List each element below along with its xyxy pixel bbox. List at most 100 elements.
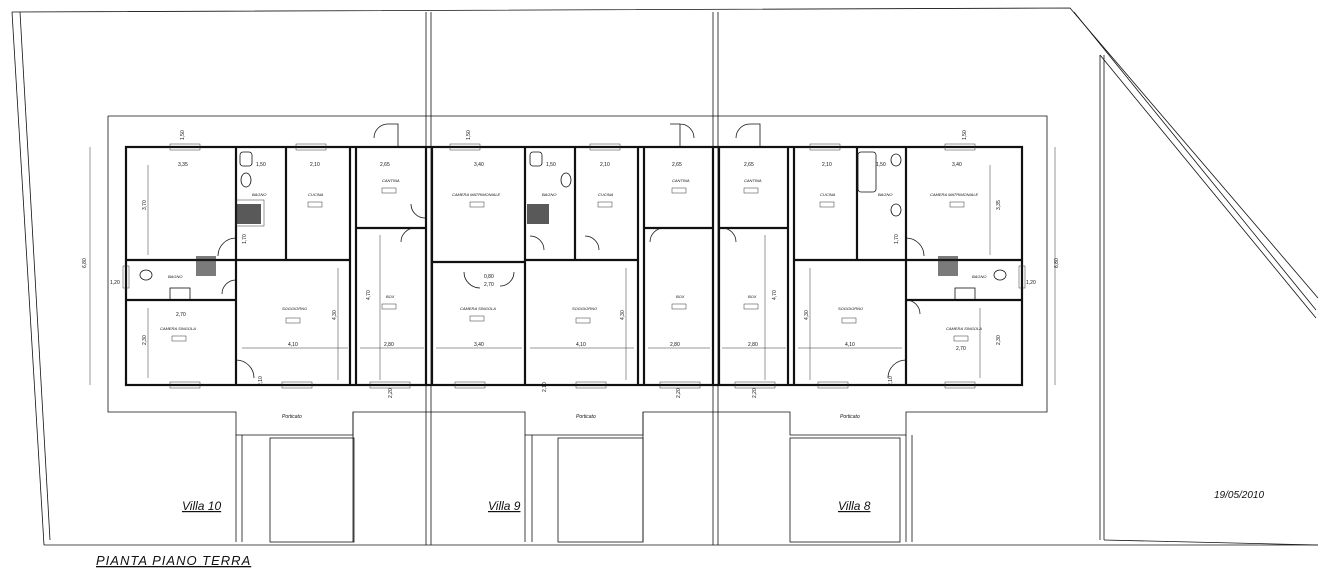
drawing-title: PIANTA PIANO TERRA	[96, 553, 251, 568]
hatched-shafts	[196, 204, 958, 276]
area-tag	[597, 201, 613, 208]
area-tag	[285, 317, 301, 324]
porch-label-v9: Porticato	[576, 414, 596, 420]
room-bagno-v10: BAGNO	[252, 192, 266, 197]
room-labels: CAMERA SINGOLA SOGGIORNO CUCINA BAGNO BA…	[160, 178, 986, 342]
dim-box-width-v10: 2,80	[384, 342, 394, 348]
room-bagno-v9: BAGNO	[542, 192, 556, 197]
dim-win-left: 1,20	[110, 280, 120, 286]
porch-label-v8: Porticato	[840, 414, 860, 420]
dim-liv-depth-v10: 4,30	[332, 310, 338, 320]
room-box-v8: BOX	[748, 294, 757, 299]
dim-box-depth-v10: 4,70	[366, 290, 372, 300]
room-bagno-v8: BAGNO	[878, 192, 892, 197]
dim-liv-depth-v8: 4,30	[804, 310, 810, 320]
dim-bed-width-v8: 2,70	[956, 346, 966, 352]
dim-bed-depth-v10: 2,30	[142, 335, 148, 345]
garage-blocks	[235, 412, 913, 543]
dim-win-right: 1,20	[1026, 280, 1036, 286]
dim-cant-w-v8: 2,65	[744, 162, 754, 168]
dim-cant-w-v9: 2,65	[672, 162, 682, 168]
room-cucina-v8: CUCINA	[820, 192, 836, 197]
dim-bath-d-v10: 1,70	[242, 234, 248, 244]
room-soggiorno-v10: SOGGIORNO	[282, 306, 307, 311]
room-bagno-v8b: BAGNO	[972, 274, 986, 279]
dim-bed2-w-v9: 3,35	[178, 162, 188, 168]
room-camera-matrimoniale-v9: CAMERA MATRIMONIALE	[452, 192, 501, 197]
room-camera-singola-v10: CAMERA SINGOLA	[160, 326, 196, 331]
door-swings	[217, 123, 925, 379]
dimension-lines	[89, 147, 1056, 385]
room-camera-singola-v9: CAMERA SINGOLA	[460, 306, 496, 311]
dim-liv-width-v9: 4,10	[576, 342, 586, 348]
room-box-v10: BOX	[386, 294, 395, 299]
dim-bath-d-v8: 1,70	[894, 234, 900, 244]
dim-door-v8: 2,10	[888, 376, 894, 386]
area-tag	[743, 303, 759, 310]
dim-bath-w-v8: 1,50	[876, 162, 886, 168]
dim-garage-v10: 2,20	[388, 388, 394, 398]
porch-label-v10: Porticato	[282, 414, 302, 420]
dim-bed-width-v9: 3,40	[474, 342, 484, 348]
main-walls	[124, 145, 1024, 387]
dim-cant-w-v10: 2,65	[380, 162, 390, 168]
room-cantina-v10: CANTINA	[382, 178, 400, 183]
dim-garage-v8: 2,20	[752, 388, 758, 398]
dim-liv-width-v10: 4,10	[288, 342, 298, 348]
villa-label-9: Villa 9	[488, 499, 521, 513]
dim-kit-w-v8: 2,10	[822, 162, 832, 168]
dim-liv-width-v8: 4,10	[845, 342, 855, 348]
room-camera-matrimoniale-v8: CAMERA MATRIMONIALE	[930, 192, 979, 197]
dim-kitchen-depth-v8: 3,35	[996, 200, 1002, 210]
sanitary-fixtures	[139, 151, 1007, 301]
dim-door-v9: 2,10	[542, 382, 548, 392]
area-tag	[469, 315, 485, 322]
dim-win-h-v10: 1,50	[180, 130, 186, 140]
room-soggiorno-v8: SOGGIORNO	[838, 306, 863, 311]
dim-kit-w-v9: 2,10	[600, 162, 610, 168]
dim-kitchen-depth-v10: 3,70	[142, 200, 148, 210]
room-cantina-v9: CANTINA	[672, 178, 690, 183]
porch-labels: Porticato Porticato Porticato	[282, 414, 860, 420]
dim-bed-width-v10: 2,70	[176, 312, 186, 318]
room-box-v9: BOX	[676, 294, 685, 299]
area-tag	[381, 303, 397, 310]
area-tag	[841, 317, 857, 324]
dim-mat-w-v9: 3,40	[474, 162, 484, 168]
dim-inner-door-v9b: 2,70	[484, 282, 494, 288]
area-tag	[307, 201, 323, 208]
dim-box-width-v9a: 2,80	[670, 342, 680, 348]
dim-box-depth-v8: 4,70	[772, 290, 778, 300]
lot-boundary	[11, 7, 1319, 546]
room-cucina-v10: CUCINA	[308, 192, 324, 197]
dim-bath-w-v9: 1,50	[546, 162, 556, 168]
dim-mat-w-v8: 3,40	[952, 162, 962, 168]
area-tag	[671, 187, 687, 194]
dim-bed-depth-v8: 2,30	[996, 335, 1002, 345]
dim-kit-w-v10: 2,10	[310, 162, 320, 168]
villa-label-10: Villa 10	[182, 499, 221, 513]
dim-garage-v9: 2,20	[676, 388, 682, 398]
dim-win-h-v8: 1,50	[962, 130, 968, 140]
area-tag	[953, 335, 969, 342]
room-bagno-v10b: BAGNO	[168, 274, 182, 279]
area-tag	[819, 201, 835, 208]
area-tag	[381, 187, 397, 194]
room-cucina-v9: CUCINA	[598, 192, 614, 197]
room-cantina-v8: CANTINA	[744, 178, 762, 183]
area-tag	[671, 303, 687, 310]
area-tag	[743, 187, 759, 194]
area-tag	[469, 201, 485, 208]
dim-win-h-v9: 1,50	[466, 130, 472, 140]
area-tag	[949, 201, 965, 208]
dim-liv-depth-v9: 4,30	[620, 310, 626, 320]
villa-label-8: Villa 8	[838, 499, 871, 513]
dim-inner-door-v9: 0,80	[484, 274, 494, 280]
room-soggiorno-v9: SOGGIORNO	[572, 306, 597, 311]
dim-overall-right: 6,80	[1054, 258, 1060, 268]
dim-bath-w-v10: 1,50	[256, 162, 266, 168]
dimension-texts: 6,80 6,80 4,10 4,10 4,10 2,80 2,80 2,80 …	[82, 130, 1060, 398]
window-marks	[122, 143, 1026, 389]
room-camera-singola-v8: CAMERA SINGOLA	[946, 326, 982, 331]
